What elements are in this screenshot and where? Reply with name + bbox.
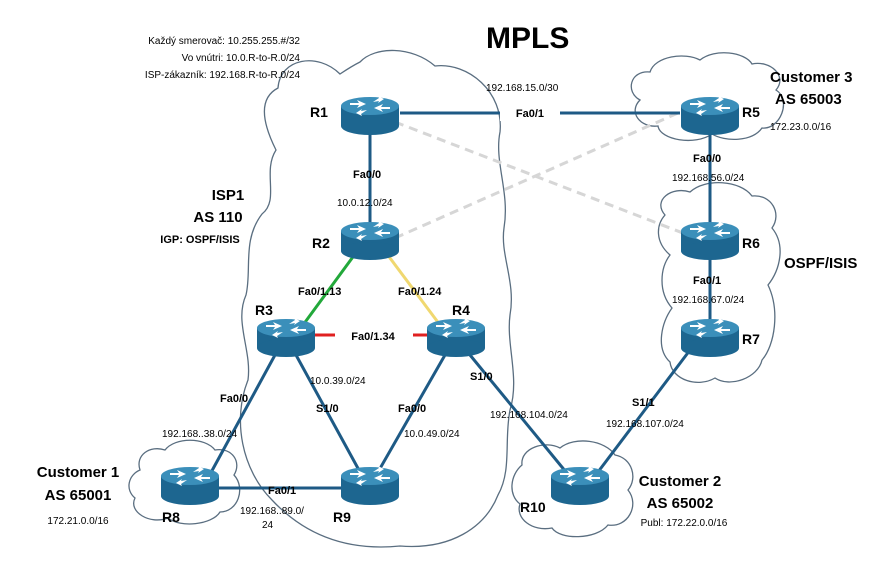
r4-s10-label: S1/0 [470,371,493,383]
net-192-168-15: 192.168.15.0/30 [486,83,559,94]
note-isp-customer: ISP-zákazník: 192.168.R-to-R.0/24 [145,70,301,81]
router-r5-icon[interactable] [681,96,739,135]
isp-as: AS 110 [193,209,242,226]
r2-fa0113-label: Fa0/1.13 [298,286,341,298]
router-r1-name: R1 [310,104,328,120]
net-192-168-89: 192.168..89.0/ [240,506,304,517]
customer2-as: AS 65002 [647,495,714,512]
router-r10-icon[interactable] [551,466,609,505]
customer3-net: 172.23.0.0/16 [770,122,832,133]
router-r2-name: R2 [312,235,330,251]
router-r4-name: R4 [452,302,470,318]
net-192-168-89-suffix: 24 [262,520,274,531]
customer3-name: Customer 3 [770,69,853,86]
link-r2-r3-green [301,249,360,326]
router-r8-name: R8 [162,509,180,525]
net-192-168-104: 192.168.104.0/24 [490,410,568,421]
customer3-cloud [630,52,785,142]
net-10-0-49: 10.0.49.0/24 [404,429,460,440]
net-192-168-38: 192.168..38.0/24 [162,429,238,440]
note-every-router: Každý smerovač: 10.255.255.#/32 [148,36,300,47]
router-r2-icon[interactable] [341,221,399,260]
r4-fa00-label: Fa0/0 [398,403,426,415]
r1-fa00-label: Fa0/0 [353,169,381,181]
router-r9-icon[interactable] [341,466,399,505]
router-r7-icon[interactable] [681,318,739,357]
isp-igp: IGP: OSPF/ISIS [160,234,239,246]
router-r3-icon[interactable] [257,318,315,357]
dashed-link-r2-r5 [394,111,679,240]
link-r7-r10 [596,349,692,473]
r5-fa00-label: Fa0/0 [693,153,721,165]
router-r4-icon[interactable] [427,318,485,357]
r2-fa0124-label: Fa0/1.24 [398,286,442,298]
diagram-title: MPLS [486,22,569,55]
link-r4-r9 [376,354,447,473]
net-10-0-39: 10.0.39.0/24 [310,376,366,387]
r1-fa01-label: Fa0/1 [516,108,544,120]
r3-s10-label: S1/0 [316,403,339,415]
router-r10-name: R10 [520,499,546,515]
router-r7-name: R7 [742,331,760,347]
isp-name: ISP1 [212,187,245,204]
r9-fa01-label: Fa0/1 [268,485,296,497]
link-r2-r4-yellow [382,249,442,326]
link-r3-r8 [206,354,277,479]
net-192-168-67: 192.168.67.0/24 [672,295,745,306]
r3-fa0134-label: Fa0/1.34 [351,331,395,343]
link-r4-r10 [468,354,568,473]
router-r1-icon[interactable] [341,96,399,135]
net-192-168-107: 192.168.107.0/24 [606,419,684,430]
net-192-168-56: 192.168.56.0/24 [672,173,745,184]
ospf-isis-label: OSPF/ISIS [784,255,857,272]
router-r3-name: R3 [255,302,273,318]
customer2-name: Customer 2 [639,473,722,490]
router-r5-name: R5 [742,104,760,120]
customer2-net: Publ: 172.22.0.0/16 [641,518,728,529]
customer1-net: 172.21.0.0/16 [47,516,109,527]
customer3-as: AS 65003 [775,91,842,108]
note-inside: Vo vnútri: 10.0.R-to-R.0/24 [182,53,301,64]
net-10-0-12: 10.0.12.0/24 [337,198,393,209]
customer1-as: AS 65001 [45,487,112,504]
r3-fa00-label: Fa0/0 [220,393,248,405]
r6-fa01-label: Fa0/1 [693,275,721,287]
link-r3-r9 [294,354,362,473]
router-r6-name: R6 [742,235,760,251]
router-r9-name: R9 [333,509,351,525]
router-r8-icon[interactable] [161,466,219,505]
customer1-name: Customer 1 [37,464,120,481]
router-r6-icon[interactable] [681,221,739,260]
isp1-cloud [239,49,515,548]
r7-s11-label: S1/1 [632,397,655,409]
dashed-link-r1-r6 [394,120,689,237]
